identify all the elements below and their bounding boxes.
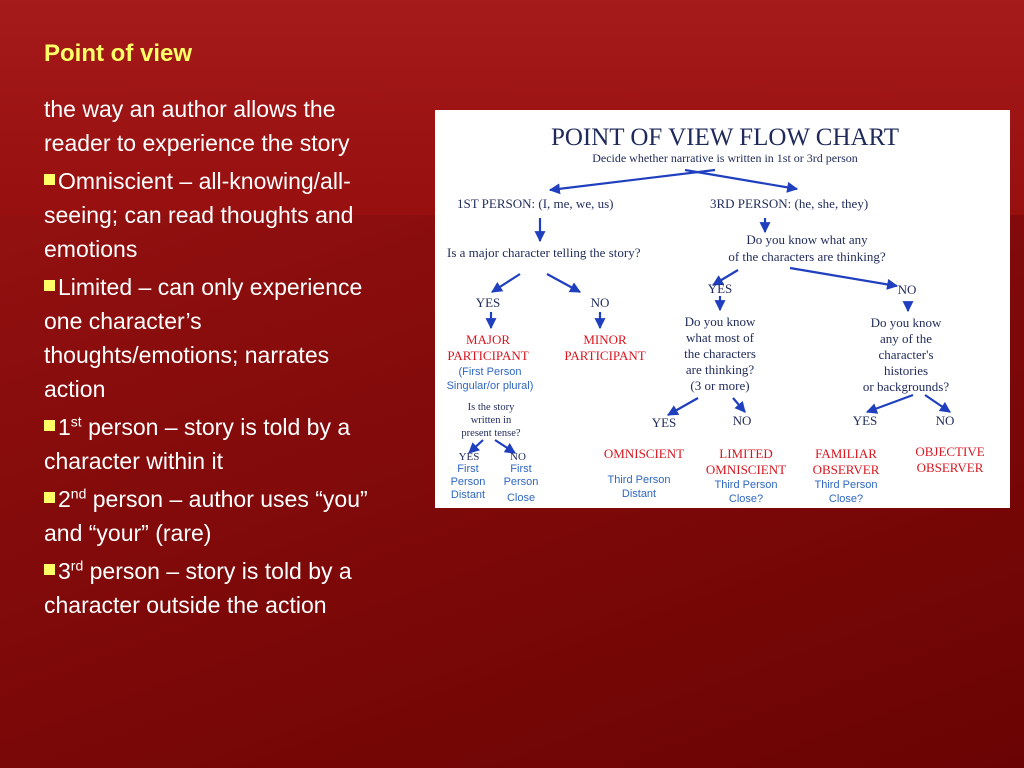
objective-observer-2: OBSERVER [917, 460, 984, 475]
definition-text: the way an author allows the reader to e… [44, 96, 350, 156]
bullet-third-person: 3rd person – story is told by a characte… [44, 554, 394, 622]
most-question-3: the characters [684, 346, 756, 361]
most-question-5: (3 or more) [690, 378, 749, 393]
bullet-ordinal: st [70, 413, 82, 430]
yes-label-omni: YES [652, 415, 677, 430]
bullet-text: person – story is told by a character ou… [44, 558, 352, 618]
square-bullet-icon [44, 492, 55, 503]
fp-distant-2: Person [451, 476, 486, 488]
no-label-small: NO [510, 451, 526, 463]
yes-label-small: YES [459, 451, 480, 463]
yes-label: YES [476, 295, 501, 310]
familiar-observer-1: FAMILIAR [815, 446, 877, 461]
slide-body: the way an author allows the reader to e… [44, 92, 394, 626]
bullet-text: person – author uses “you” and “your” (r… [44, 486, 368, 546]
fp-distant-3: Distant [451, 489, 485, 501]
major-sub-2: Singular/or plural) [447, 380, 534, 392]
present-question-2: written in [471, 415, 512, 426]
most-question-2: what most of [686, 330, 755, 345]
most-question-1: Do you know [685, 314, 756, 329]
fp-distant-1: First [457, 463, 478, 475]
history-question-5: or backgrounds? [863, 379, 950, 394]
fp-close-2: Person [504, 476, 539, 488]
familiar-sub-1: Third Person [815, 479, 878, 491]
omniscient-sub-2: Distant [622, 488, 656, 500]
major-sub-1: (First Person [459, 366, 522, 378]
fp-close-1: First [510, 463, 531, 475]
chart-subtitle: Decide whether narrative is written in 1… [592, 151, 858, 165]
omniscient-node: OMNISCIENT [604, 446, 684, 461]
no-label-obs: NO [936, 413, 955, 428]
limited-omniscient-2: OMNISCIENT [706, 462, 786, 477]
present-question-1: Is the story [468, 402, 515, 413]
major-participant-1: MAJOR [466, 332, 510, 347]
no-label: NO [591, 295, 610, 310]
bullet-omniscient: Omniscient – all-knowing/all-seeing; can… [44, 164, 394, 266]
know-any-question-1: Do you know what any [746, 232, 868, 247]
flow-arrows [468, 168, 951, 454]
bullet-text: person – story is told by a character wi… [44, 414, 351, 474]
flow-chart: POINT OF VIEW FLOW CHART Decide whether … [447, 124, 985, 505]
most-question-4: are thinking? [686, 362, 754, 377]
bullet-ordinal: nd [70, 485, 87, 502]
present-question-3: present tense? [461, 428, 521, 439]
square-bullet-icon [44, 174, 55, 185]
history-question-2: any of the [880, 331, 932, 346]
bullet-text: Omniscient – all-knowing/all-seeing; can… [44, 168, 354, 262]
slide-title: Point of view [44, 40, 193, 67]
yes-label-third: YES [708, 281, 733, 296]
bullet-number: 1 [58, 414, 71, 440]
square-bullet-icon [44, 420, 55, 431]
history-question-1: Do you know [871, 315, 942, 330]
limited-omniscient-1: LIMITED [719, 446, 772, 461]
fp-close-3: Close [507, 492, 535, 504]
familiar-sub-2: Close? [829, 493, 863, 505]
major-question: Is a major character telling the story? [447, 245, 641, 260]
yes-label-obs: YES [853, 413, 878, 428]
know-any-question-2: of the characters are thinking? [728, 249, 886, 264]
third-person-node: 3RD PERSON: (he, she, they) [710, 196, 868, 211]
minor-participant-1: MINOR [583, 332, 627, 347]
chart-title: POINT OF VIEW FLOW CHART [551, 124, 899, 151]
omniscient-sub-1: Third Person [608, 474, 671, 486]
familiar-observer-2: OBSERVER [813, 462, 880, 477]
flow-chart-image: POINT OF VIEW FLOW CHART Decide whether … [435, 110, 1010, 508]
bullet-first-person: 1st person – story is told by a characte… [44, 410, 394, 478]
bullet-number: 2 [58, 486, 71, 512]
square-bullet-icon [44, 564, 55, 575]
history-question-4: histories [884, 363, 928, 378]
objective-observer-1: OBJECTIVE [915, 444, 984, 459]
minor-participant-2: PARTICIPANT [564, 348, 645, 363]
no-label-third: NO [898, 282, 917, 297]
major-participant-2: PARTICIPANT [447, 348, 528, 363]
first-person-node: 1ST PERSON: (I, me, we, us) [457, 196, 613, 211]
bullet-second-person: 2nd person – author uses “you” and “your… [44, 482, 394, 550]
bullet-ordinal: rd [70, 557, 84, 574]
limited-sub-2: Close? [729, 493, 763, 505]
bullet-number: 3 [58, 558, 71, 584]
no-label-omni: NO [733, 413, 752, 428]
history-question-3: character's [878, 347, 933, 362]
limited-sub-1: Third Person [715, 479, 778, 491]
bullet-limited: Limited – can only experience one charac… [44, 270, 394, 406]
bullet-text: Limited – can only experience one charac… [44, 274, 363, 402]
square-bullet-icon [44, 280, 55, 291]
